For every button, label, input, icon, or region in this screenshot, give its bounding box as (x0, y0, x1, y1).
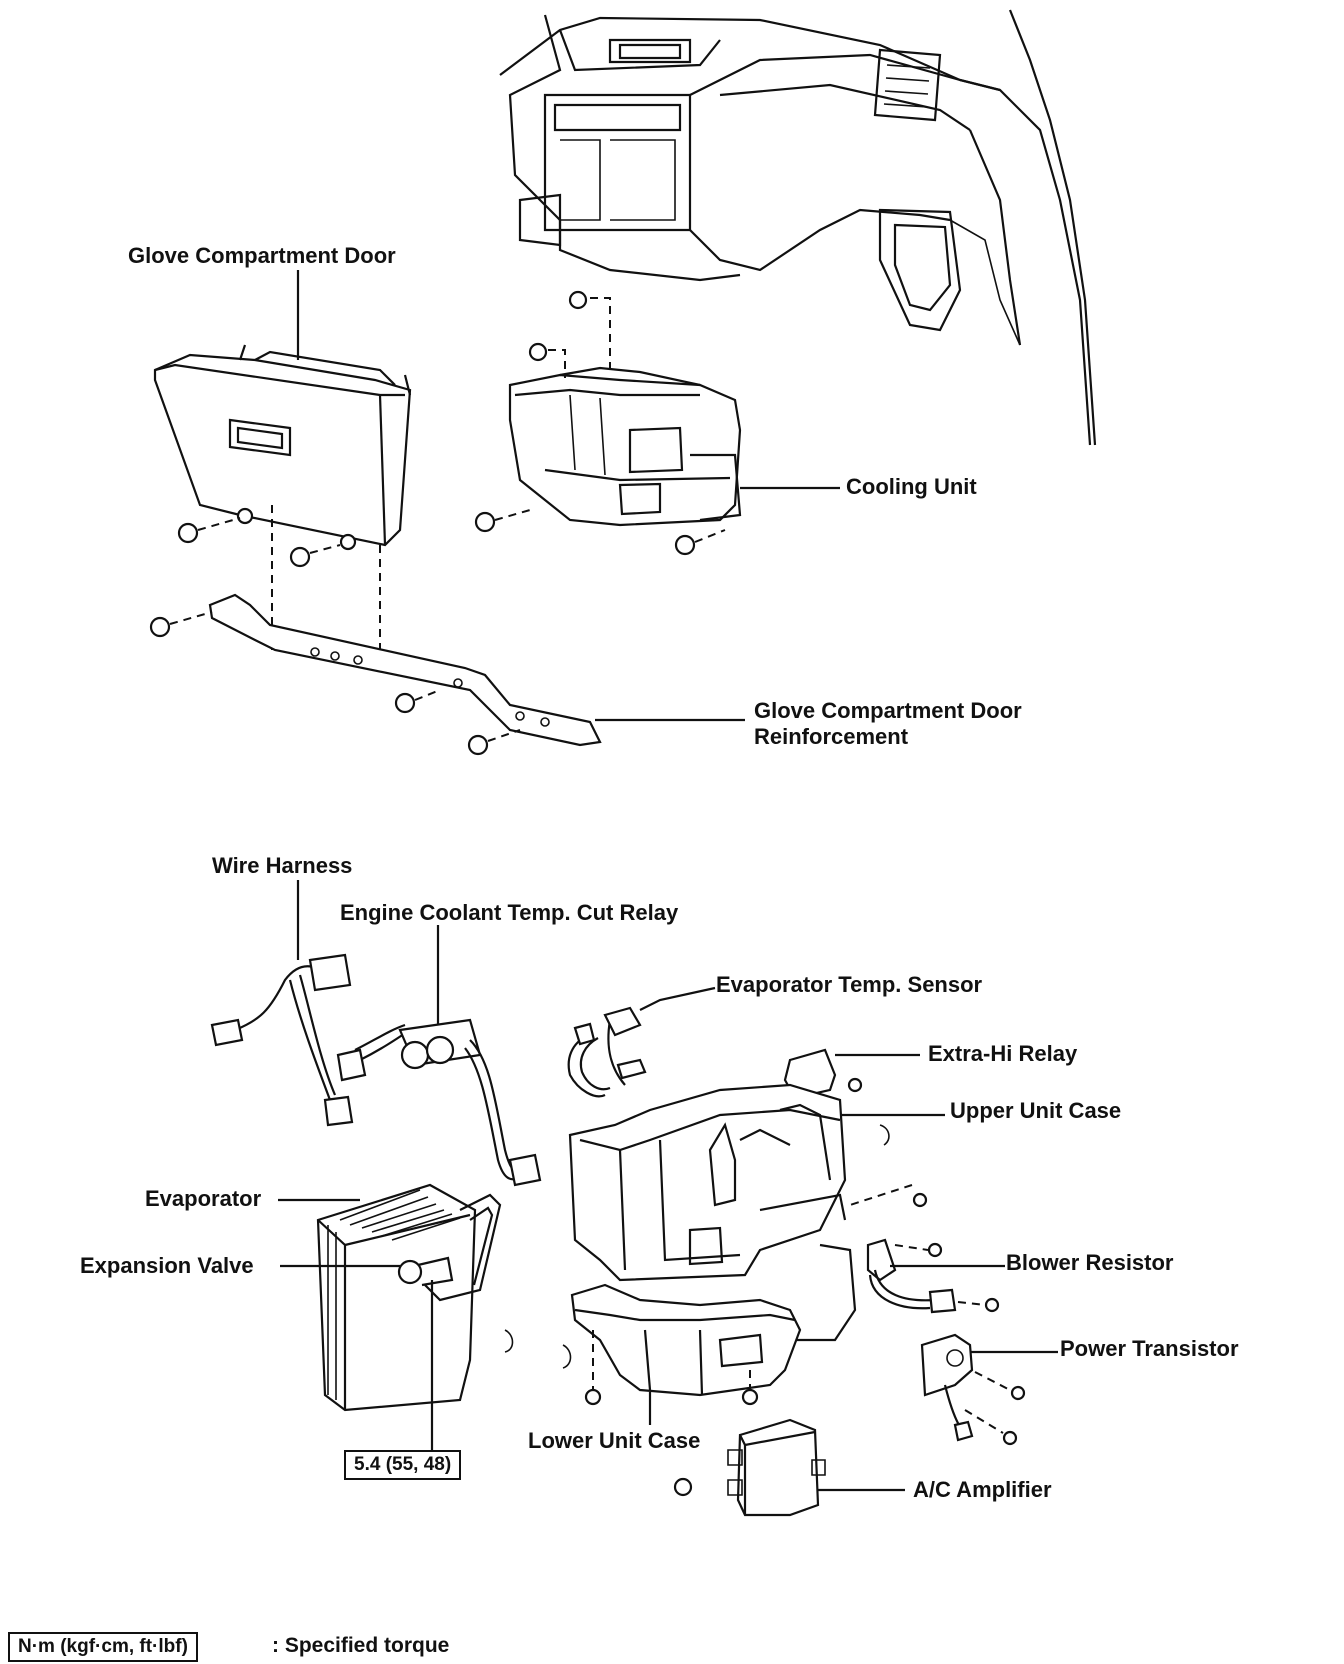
dashboard-outline (499, 9, 1097, 446)
glove-door-bolts (177, 505, 381, 668)
label-upper-unit-case: Upper Unit Case (950, 1098, 1122, 1123)
top-leader-lines (296, 270, 840, 722)
label-ac-amplifier: A/C Amplifier (913, 1477, 1052, 1502)
label-wire-harness: Wire Harness (212, 853, 353, 878)
wire-harness-drawing (210, 880, 354, 1127)
label-blower-resistor: Blower Resistor (1006, 1250, 1174, 1275)
label-glove-door-reinforcement-1: Glove Compartment Door (754, 698, 1022, 723)
label-lower-unit-case: Lower Unit Case (528, 1428, 701, 1453)
label-glove-compartment-door: Glove Compartment Door (128, 243, 396, 268)
label-evaporator-temp-sensor: Evaporator Temp. Sensor (716, 972, 983, 997)
blower-resistor-drawing (866, 1238, 1005, 1314)
glove-door-reinforcement-drawing (149, 593, 602, 756)
evaporator-drawing (316, 1183, 502, 1440)
label-evaporator: Evaporator (145, 1186, 262, 1211)
glove-compartment-door-drawing (153, 344, 412, 551)
label-extra-hi-relay: Extra-Hi Relay (928, 1041, 1078, 1066)
lower-unit-case-drawing (504, 1283, 802, 1425)
label-glove-door-reinforcement-2: Reinforcement (754, 724, 909, 749)
label-expansion-valve: Expansion Valve (80, 1253, 254, 1278)
cooling-unit-drawing (474, 290, 742, 556)
evap-temp-sensor-drawing (567, 986, 716, 1098)
label-engine-coolant-temp-cut-relay: Engine Coolant Temp. Cut Relay (340, 900, 679, 925)
torque-spec-box: 5.4 (55, 48) (344, 1450, 462, 1480)
evaporator-leaders (278, 1198, 400, 1268)
ac-amplifier-drawing (673, 1418, 905, 1517)
power-transistor-drawing (920, 1333, 1058, 1446)
legend-description: : Specified torque (272, 1634, 450, 1657)
label-cooling-unit: Cooling Unit (846, 474, 977, 499)
legend-unit-box: N·m (kgf·cm, ft·lbf) (8, 1632, 198, 1662)
coolant-relay-drawing (336, 925, 542, 1187)
label-power-transistor: Power Transistor (1060, 1336, 1239, 1361)
